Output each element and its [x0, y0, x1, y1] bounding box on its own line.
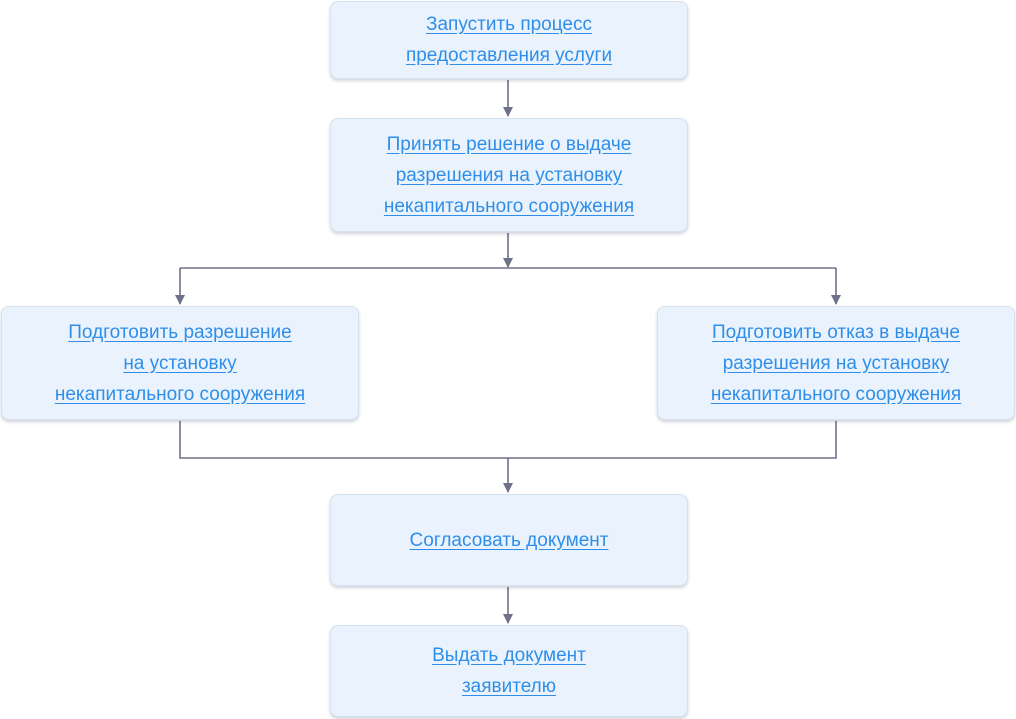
step-prepare-refusal[interactable]: Подготовить отказ в выдаче разрешения на… — [657, 306, 1015, 420]
step-prepare-permit-label[interactable]: Подготовить разрешение на установку нека… — [54, 321, 306, 405]
step-prepare-refusal-label[interactable]: Подготовить отказ в выдаче разрешения на… — [710, 321, 962, 405]
step-decide-permit-label[interactable]: Принять решение о выдаче разрешения на у… — [383, 133, 635, 217]
step-issue-document-label[interactable]: Выдать документ заявителю — [432, 645, 586, 697]
step-approve-document[interactable]: Согласовать документ — [330, 494, 688, 586]
merge-line — [179, 421, 837, 459]
step-issue-document[interactable]: Выдать документ заявителю — [330, 625, 688, 717]
step-start-process[interactable]: Запустить процесс предоставления услуги — [330, 1, 688, 79]
step-decide-permit[interactable]: Принять решение о выдаче разрешения на у… — [330, 118, 688, 232]
step-approve-document-label[interactable]: Согласовать документ — [409, 529, 609, 551]
step-start-process-label[interactable]: Запустить процесс предоставления услуги — [405, 14, 613, 66]
step-prepare-permit[interactable]: Подготовить разрешение на установку нека… — [1, 306, 359, 420]
